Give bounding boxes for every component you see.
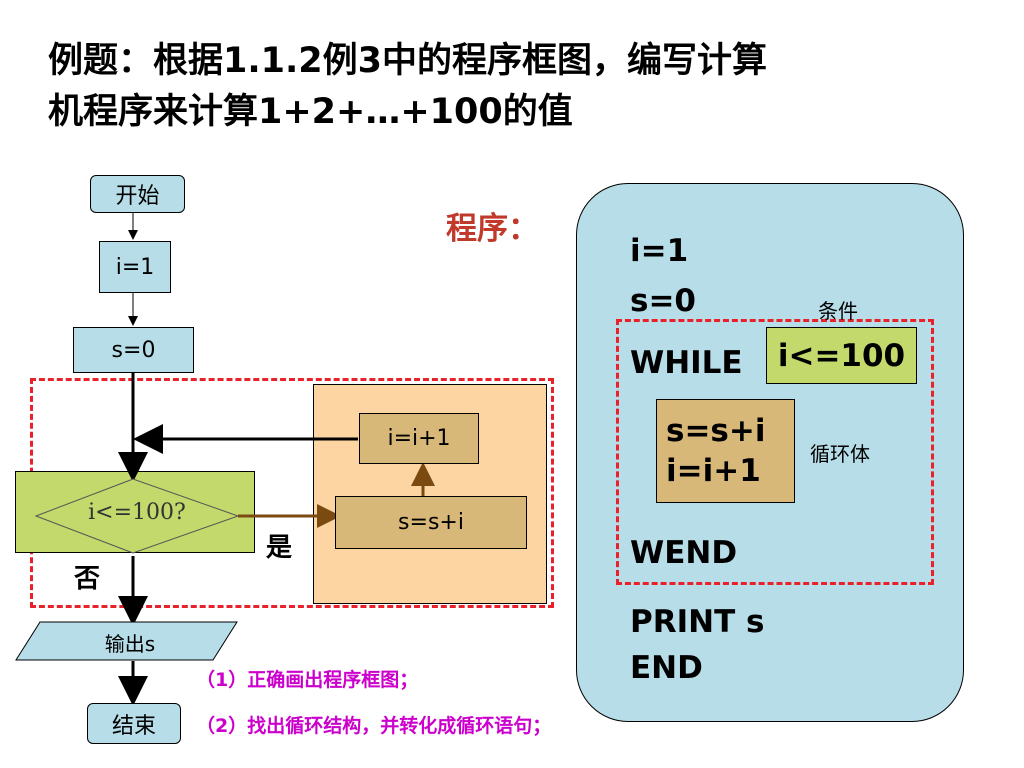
code-while: WHILE (630, 345, 743, 381)
sum-node: s=s+i (335, 496, 527, 549)
init-i-node: i=1 (99, 241, 171, 293)
title-line-2: 机程序来计算1+2+…+100的值 (48, 92, 573, 132)
while-condition: i<=100 (766, 327, 917, 384)
no-label: 否 (74, 564, 101, 594)
increment-node: i=i+1 (359, 413, 479, 464)
output-parallelogram (15, 621, 238, 661)
yes-label: 是 (266, 533, 293, 563)
condition-note: 条件 (818, 299, 858, 323)
code-sum: s=s+i (666, 413, 766, 449)
step-1: （1）正确画出程序框图； (196, 669, 419, 691)
end-node: 结束 (87, 703, 181, 744)
title-line-1: 例题：根据1.1.2例3中的程序框图，编写计算 (48, 41, 768, 81)
while-loop-region (616, 319, 934, 585)
step-2: （2）找出循环结构，并转化成循环语句； (196, 715, 552, 737)
init-s-node: s=0 (73, 327, 194, 373)
code-print: PRINT s (630, 604, 765, 640)
code-inc: i=i+1 (666, 453, 761, 489)
output-label: 输出s (104, 632, 156, 656)
code-end: END (630, 650, 703, 686)
decision-diamond (34, 478, 240, 554)
loop-body-block: s=s+i i=i+1 (656, 399, 795, 503)
code-wend: WEND (630, 535, 738, 571)
body-note: 循环体 (810, 442, 870, 466)
page-title: 例题：根据1.1.2例3中的程序框图，编写计算 机程序来计算1+2+…+100的… (48, 36, 1008, 138)
condition-label: i<=100? (88, 500, 186, 525)
program-label: 程序： (446, 211, 539, 247)
code-line-1: i=1 (630, 233, 689, 269)
start-node: 开始 (90, 175, 185, 213)
code-line-2: s=0 (630, 283, 696, 319)
